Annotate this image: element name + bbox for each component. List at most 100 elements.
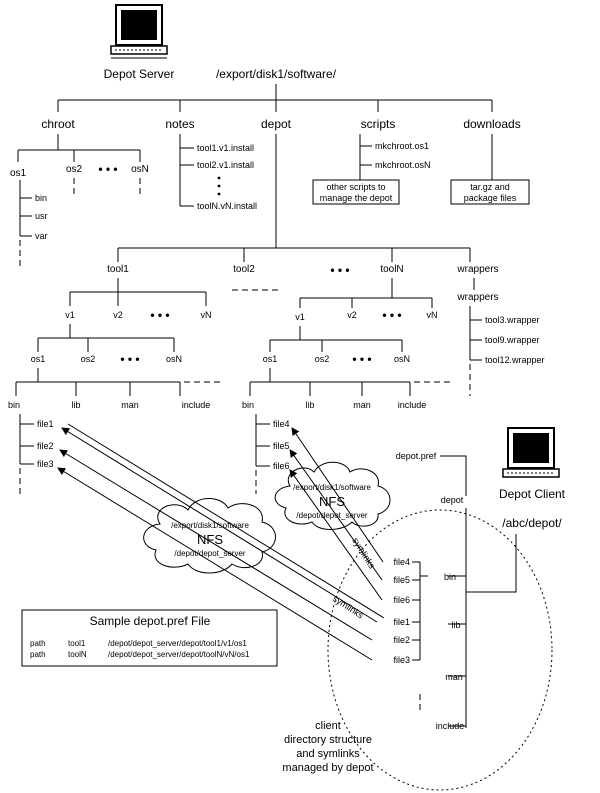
notes-item-2: tool2.v1.install bbox=[197, 160, 254, 170]
depot-dots: • • • bbox=[330, 263, 349, 277]
depot-client-computer-icon bbox=[502, 427, 560, 478]
pref-file-title: Sample depot.pref File bbox=[90, 614, 211, 628]
left-v1: v1 bbox=[65, 310, 75, 320]
depot-client-label: Depot Client bbox=[499, 487, 566, 501]
server-root-path: /export/disk1/software/ bbox=[216, 67, 337, 81]
pref-row2-col3: /depot/depot_server/depot/toolN/vN/os1 bbox=[108, 650, 250, 659]
left-include: include bbox=[182, 400, 211, 410]
right-file6: file6 bbox=[273, 461, 290, 471]
left-os2: os2 bbox=[81, 354, 96, 364]
wrapper-file-2: tool9.wrapper bbox=[485, 335, 540, 345]
scripts-mkchroot-osn: mkchroot.osN bbox=[375, 160, 431, 170]
downloads-box-line1: tar.gz and bbox=[470, 182, 510, 192]
left-v-dots: • • • bbox=[150, 308, 169, 322]
pref-row1-col2: tool1 bbox=[68, 639, 86, 648]
depot-wrappers: wrappers bbox=[456, 264, 498, 275]
right-lib: lib bbox=[305, 400, 314, 410]
symlink-arrows-left bbox=[57, 423, 385, 661]
pref-row2-col1: path bbox=[30, 650, 46, 659]
chroot-var: var bbox=[35, 231, 48, 241]
client-bin: bin bbox=[444, 572, 456, 582]
client-caption-3: and symlinks bbox=[296, 748, 360, 760]
wrapper-file-3: tool12.wrapper bbox=[485, 355, 545, 365]
right-bin: bin bbox=[242, 400, 254, 410]
scripts-box-line2: manage the depot bbox=[320, 193, 393, 203]
symlinks-label-right: symlinks bbox=[350, 536, 377, 571]
client-include: include bbox=[436, 721, 465, 731]
nfs-cloud-left: /export/disk1/software NFS /depot/depot_… bbox=[143, 498, 276, 574]
right-man: man bbox=[353, 400, 371, 410]
pref-row1-col1: path bbox=[30, 639, 46, 648]
wrapper-file-1: tool3.wrapper bbox=[485, 315, 540, 325]
nfs-right-mount: /depot/depot_server bbox=[296, 511, 367, 520]
client-file1: file1 bbox=[393, 617, 410, 627]
scripts-box-line1: other scripts to bbox=[326, 182, 385, 192]
left-vN: vN bbox=[201, 310, 212, 320]
notes-item-n: toolN.vN.install bbox=[197, 201, 257, 211]
nfs-right-label: NFS bbox=[319, 494, 345, 509]
chroot-dots: • • • bbox=[98, 162, 117, 176]
nfs-cloud-right: /export/disk1/software NFS /depot/depot_… bbox=[274, 461, 391, 530]
client-caption-1: client bbox=[315, 720, 341, 732]
left-os-dots: • • • bbox=[120, 352, 139, 366]
right-v-dots: • • • bbox=[382, 308, 401, 322]
client-caption-2: directory structure bbox=[284, 734, 372, 746]
right-os2: os2 bbox=[315, 354, 330, 364]
right-os1: os1 bbox=[263, 354, 278, 364]
client-file5: file5 bbox=[393, 575, 410, 585]
client-file3: file3 bbox=[393, 655, 410, 665]
right-os-dots: • • • bbox=[352, 352, 371, 366]
client-file6: file6 bbox=[393, 595, 410, 605]
pref-row1-col3: /depot/depot_server/depot/tool1/v1/os1 bbox=[108, 639, 247, 648]
right-osN: osN bbox=[394, 354, 410, 364]
chroot-usr: usr bbox=[35, 211, 48, 221]
left-lib: lib bbox=[71, 400, 80, 410]
sample-pref-file-box: Sample depot.pref File path tool1 /depot… bbox=[21, 609, 278, 667]
right-file4: file4 bbox=[273, 419, 290, 429]
pref-row2-col2: toolN bbox=[68, 650, 87, 659]
chroot-osN: osN bbox=[131, 164, 149, 175]
client-root-path: /abc/depot/ bbox=[502, 516, 562, 530]
client-file4: file4 bbox=[393, 557, 410, 567]
client-caption-4: managed by depot bbox=[282, 762, 373, 774]
depot-server-computer-icon bbox=[110, 4, 168, 59]
dir-depot: depot bbox=[261, 117, 292, 131]
chroot-os1: os1 bbox=[10, 168, 27, 179]
client-file2: file2 bbox=[393, 635, 410, 645]
chroot-bin: bin bbox=[35, 193, 47, 203]
right-v2: v2 bbox=[347, 310, 357, 320]
notes-item-1: tool1.v1.install bbox=[197, 143, 254, 153]
chroot-os2: os2 bbox=[66, 164, 83, 175]
depot-server-label: Depot Server bbox=[104, 67, 175, 81]
dir-scripts: scripts bbox=[361, 117, 396, 131]
client-man: man bbox=[445, 672, 463, 682]
left-v2: v2 bbox=[113, 310, 123, 320]
left-file2: file2 bbox=[37, 441, 54, 451]
client-boundary bbox=[327, 509, 553, 791]
right-include: include bbox=[398, 400, 427, 410]
right-file5: file5 bbox=[273, 441, 290, 451]
dir-notes: notes bbox=[165, 117, 194, 131]
right-vN: vN bbox=[427, 310, 438, 320]
left-bin: bin bbox=[8, 400, 20, 410]
client-depot-pref: depot.pref bbox=[396, 451, 437, 461]
scripts-box bbox=[312, 179, 400, 205]
client-depot-dir: depot bbox=[441, 495, 464, 505]
symlink-arrows-right bbox=[289, 427, 384, 601]
right-v1: v1 bbox=[295, 312, 305, 322]
depot-tool1: tool1 bbox=[107, 264, 129, 275]
left-file1: file1 bbox=[37, 419, 54, 429]
left-file3: file3 bbox=[37, 459, 54, 469]
downloads-box bbox=[450, 179, 530, 205]
dir-downloads: downloads bbox=[463, 117, 520, 131]
client-lib: lib bbox=[451, 620, 460, 630]
depot-tool2: tool2 bbox=[233, 264, 255, 275]
nfs-left-path: /export/disk1/software bbox=[171, 521, 249, 530]
depot-wrappers-sub: wrappers bbox=[456, 292, 498, 303]
dir-chroot: chroot bbox=[41, 117, 75, 131]
nfs-left-mount: /depot/depot_server bbox=[174, 549, 245, 558]
depot-toolN: toolN bbox=[380, 264, 403, 275]
left-man: man bbox=[121, 400, 139, 410]
